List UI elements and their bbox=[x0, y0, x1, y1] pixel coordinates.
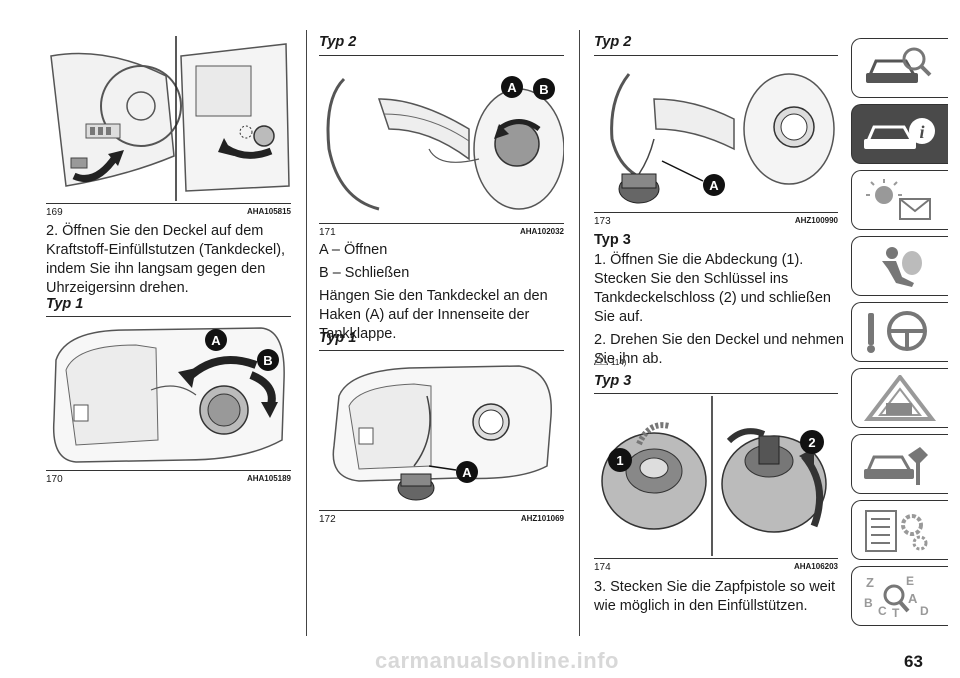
paragraph-hook: Hängen Sie den Tankdeckel an den Haken (… bbox=[319, 288, 548, 342]
heading-rule bbox=[594, 55, 838, 56]
svg-text:E: E bbox=[906, 574, 914, 588]
figure-172-caption: 172 AHZ101069 bbox=[319, 514, 564, 526]
svg-text:A: A bbox=[908, 591, 918, 606]
figure-170-caption: 170 AHA105189 bbox=[46, 474, 291, 486]
legend-b: B – Schließen bbox=[319, 265, 410, 281]
figure-number: 170 bbox=[46, 474, 63, 485]
figure-code: AHA106203 bbox=[793, 562, 838, 571]
checklist-gear-icon bbox=[865, 510, 928, 552]
figure-code: AHA105189 bbox=[246, 474, 291, 483]
tab-maintenance[interactable] bbox=[851, 434, 948, 494]
label-a: A bbox=[211, 333, 221, 348]
paragraph-step-2: 2. Öffnen Sie den Deckel auf dem Kraftst… bbox=[46, 223, 286, 296]
figure-173-rule bbox=[594, 212, 838, 213]
svg-text:T: T bbox=[892, 606, 900, 619]
column-separator-1 bbox=[306, 30, 307, 636]
tab-emergency[interactable] bbox=[851, 368, 948, 428]
hazard-triangle-icon bbox=[863, 375, 937, 421]
car-wrench-icon bbox=[864, 447, 928, 485]
paragraph-step-3: 3. Stecken Sie die Zapfpistole so weit w… bbox=[594, 579, 835, 614]
column-separator-2 bbox=[579, 30, 580, 636]
typ3-steps: 1. Öffnen Sie die Abdeckung (1). Stecken… bbox=[594, 251, 844, 373]
figure-173: A bbox=[594, 59, 838, 209]
heading-typ-3: Typ 3 bbox=[594, 373, 632, 389]
figure-code: AHZ100990 bbox=[794, 216, 838, 225]
figure-171-rule bbox=[319, 223, 564, 224]
tab-warning-lights[interactable] bbox=[851, 170, 948, 230]
tab-safety[interactable] bbox=[851, 236, 948, 296]
figure-number: 171 bbox=[319, 227, 336, 238]
tab-knowing-car[interactable] bbox=[851, 38, 948, 98]
label-a: A bbox=[462, 465, 472, 480]
heading-typ-2: Typ 2 bbox=[319, 34, 357, 50]
svg-text:B: B bbox=[864, 596, 873, 610]
figure-174-caption: 174 AHA106203 bbox=[594, 562, 838, 574]
heading-typ-3-procedure: Typ 3 bbox=[594, 232, 631, 248]
figure-170: A B bbox=[46, 320, 291, 468]
heading-rule bbox=[319, 350, 564, 351]
tab-car-info[interactable]: i bbox=[851, 104, 948, 164]
watermark: carmanualsonline.info bbox=[375, 648, 619, 673]
heading-rule bbox=[319, 55, 564, 56]
heading-typ-2: Typ 2 bbox=[594, 34, 632, 50]
steering-key-icon bbox=[867, 311, 927, 353]
figure-172-rule bbox=[319, 510, 564, 511]
heading-rule bbox=[46, 316, 291, 317]
label-a: A bbox=[507, 80, 517, 95]
airbag-seat-icon bbox=[882, 247, 922, 287]
figure-code: AHA105815 bbox=[246, 207, 291, 216]
svg-text:D: D bbox=[920, 604, 929, 618]
figure-169-rule bbox=[46, 203, 291, 204]
heading-typ-1: Typ 1 bbox=[46, 296, 84, 312]
label-2: 2 bbox=[808, 435, 815, 450]
figure-174: 1 2 bbox=[594, 396, 838, 556]
figure-171-caption: 171 AHA102032 bbox=[319, 227, 564, 239]
heading-rule bbox=[594, 393, 838, 394]
figure-171: A B bbox=[319, 59, 564, 221]
tab-starting-driving[interactable] bbox=[851, 302, 948, 362]
svg-text:i: i bbox=[919, 122, 924, 142]
svg-text:Z: Z bbox=[866, 575, 874, 590]
label-a: A bbox=[709, 178, 719, 193]
figure-number: 174 bbox=[594, 562, 611, 573]
legend-and-paragraph: A – Öffnen B – Schließen Hängen Sie den … bbox=[319, 241, 571, 348]
label-1: 1 bbox=[616, 453, 623, 468]
legend-a: A – Öffnen bbox=[319, 242, 388, 258]
warning-icon: ! bbox=[593, 352, 609, 366]
figure-code: AHA102032 bbox=[519, 227, 564, 236]
car-info-icon: i bbox=[864, 118, 935, 149]
heading-typ-1: Typ 1 bbox=[319, 330, 357, 346]
figure-code: AHZ101069 bbox=[520, 514, 564, 523]
figure-174-rule bbox=[594, 558, 838, 559]
label-b: B bbox=[539, 82, 548, 97]
figure-172: A bbox=[319, 356, 564, 506]
figure-number: 173 bbox=[594, 216, 611, 227]
car-search-icon bbox=[866, 47, 932, 83]
warning-light-icon bbox=[866, 179, 931, 220]
paragraph-step-1: 1. Öffnen Sie die Abdeckung (1). Stecken… bbox=[594, 252, 831, 325]
figure-173-caption: 173 AHZ100990 bbox=[594, 216, 838, 228]
figure-169 bbox=[46, 36, 291, 201]
figure-169-caption: 169 AHA105815 bbox=[46, 207, 291, 219]
warning-reference: 114) bbox=[611, 358, 627, 367]
svg-text:!: ! bbox=[600, 357, 602, 365]
figure-number: 169 bbox=[46, 207, 63, 218]
paragraph-step-2: 2. Drehen Sie den Deckel und nehmen Sie … bbox=[594, 332, 844, 367]
svg-text:C: C bbox=[878, 604, 887, 618]
figure-170-rule bbox=[46, 470, 291, 471]
tab-technical-data[interactable] bbox=[851, 500, 948, 560]
page-number: 63 bbox=[904, 652, 923, 671]
label-b: B bbox=[263, 353, 272, 368]
figure-number: 172 bbox=[319, 514, 336, 525]
